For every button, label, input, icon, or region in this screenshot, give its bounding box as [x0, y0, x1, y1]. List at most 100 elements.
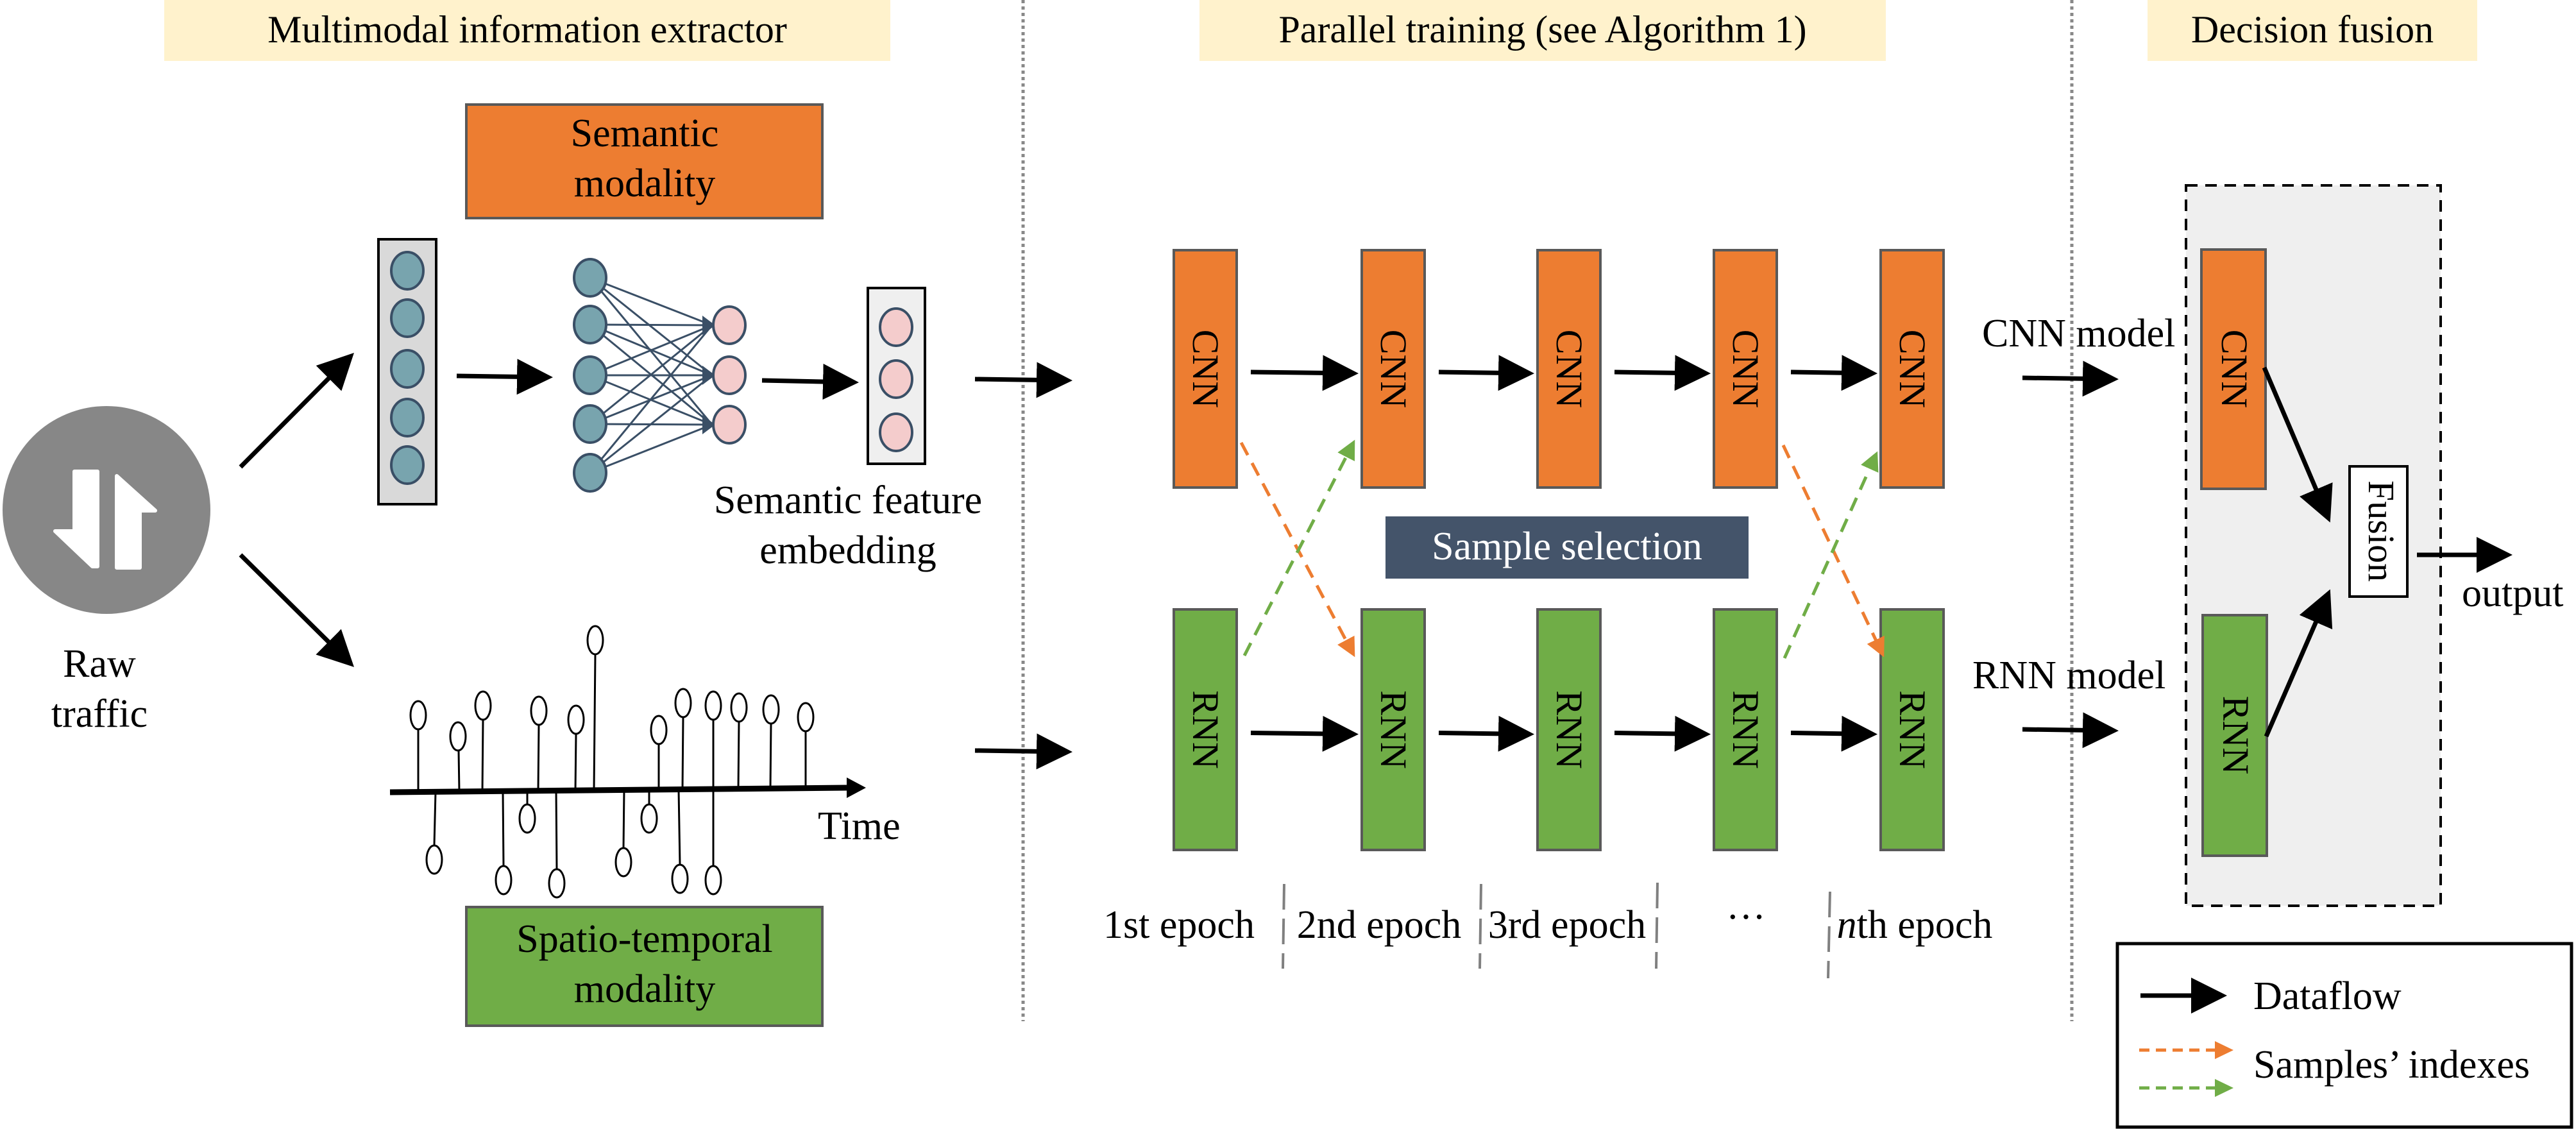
input-vector — [377, 238, 437, 505]
cnn-dataflow-arrow — [1790, 355, 1877, 391]
rnn-block-rect — [1360, 608, 1426, 851]
semantic-modality-line1: Semantic — [571, 112, 719, 155]
rnn-dataflow-arrow — [1614, 715, 1711, 752]
cnn-block-epoch-2: CNN — [1360, 249, 1426, 489]
cnn-block-rect — [1879, 249, 1945, 489]
banner-fusion-text: Decision fusion — [2191, 8, 2434, 51]
rnn-dataflow-arrow — [1790, 715, 1877, 752]
raw-traffic-label-line1: Raw — [63, 642, 136, 686]
nn-edges — [589, 276, 713, 474]
semantic-modality-line2: modality — [574, 162, 715, 205]
arrow-spatio-to-training — [974, 733, 1072, 770]
legend-dataflow-label: Dataflow — [2253, 974, 2402, 1018]
cnn-block-label: CNN — [1892, 330, 1933, 408]
epoch-label-1: 1st epoch — [1103, 903, 1255, 947]
cnn-block-epoch-1: CNN — [1173, 249, 1238, 489]
rnn-block-epoch-5: RNN — [1879, 608, 1945, 851]
rnn-block-label: RNN — [1373, 690, 1414, 768]
epoch-n-suffix: th epoch — [1857, 903, 1993, 947]
rnn-row: RNN RNN RNN RNN RNN — [1173, 608, 1945, 851]
raw-traffic-label-line2: traffic — [51, 692, 148, 736]
embedding-label-line2: embedding — [759, 529, 936, 572]
raw-traffic-icon — [3, 406, 210, 614]
epoch-label-3: 3rd epoch — [1488, 903, 1646, 947]
banner-training: Parallel training (see Algorithm 1) — [1199, 0, 1886, 61]
cnn-block-label: CNN — [1373, 330, 1414, 408]
epoch-separators — [1282, 882, 1831, 979]
epoch-label-n: nth epoch — [1837, 903, 1993, 947]
cnn-row: CNN CNN CNN CNN CNN — [1173, 249, 1945, 489]
cnn-block-label: CNN — [1548, 330, 1590, 408]
spatio-modality-line1: Spatio-temporal — [516, 917, 772, 961]
fusion-block: Fusion — [2348, 465, 2409, 598]
arrow-nn-to-embedding — [761, 363, 859, 400]
cnn-model-label: CNN model — [1982, 312, 2175, 355]
time-series-stem-plot — [389, 625, 866, 899]
arrow-to-spatio — [239, 553, 354, 667]
legend: Dataflow Samples’ indexes — [2115, 942, 2573, 1129]
arrow-semantic-to-training — [974, 362, 1072, 398]
rnn-block-rect — [1879, 608, 1945, 851]
banner-fusion: Decision fusion — [2148, 0, 2477, 61]
spatio-temporal-modality-box: Spatio-temporal modality — [465, 906, 824, 1027]
rnn-dataflow-arrow — [1250, 715, 1359, 752]
banner-extractor-text: Multimodal information extractor — [267, 8, 787, 51]
cnn-block-rect — [1360, 249, 1426, 489]
fusion-rnn-block: RNN — [2201, 614, 2268, 857]
sample-index-arrow-rnn1-to-cnn2 — [1242, 439, 1355, 657]
arrow-rnn-to-fusion — [2264, 589, 2333, 738]
embedding-label-line1: Semantic feature — [714, 479, 982, 522]
sample-index-arrow-rnn4-to-cnn5 — [1783, 451, 1879, 659]
output-label: output — [2462, 572, 2563, 615]
sample-selection-label: Sample selection — [1432, 525, 1702, 568]
rnn-model-label: RNN model — [1972, 654, 2165, 697]
rnn-block-label: RNN — [1725, 690, 1767, 768]
rnn-block-label: RNN — [1548, 690, 1590, 768]
cnn-dataflow-arrow — [1250, 355, 1359, 391]
cnn-block-epoch-5: CNN — [1879, 249, 1945, 489]
cnn-block-rect — [1536, 249, 1602, 489]
arrow-rnn-model — [2022, 712, 2119, 749]
fusion-cnn-label: CNN — [2214, 330, 2255, 408]
rnn-block-epoch-3: RNN — [1536, 608, 1602, 851]
neural-network-icon — [573, 258, 747, 493]
cnn-block-epoch-4: CNN — [1713, 249, 1778, 489]
rnn-block-rect — [1536, 608, 1602, 851]
rnn-block-epoch-4: RNN — [1713, 608, 1778, 851]
fusion-cnn-block: CNN — [2200, 248, 2267, 490]
epoch-label-2: 2nd epoch — [1297, 903, 1462, 947]
banner-extractor: Multimodal information extractor — [164, 0, 890, 61]
rnn-block-rect — [1173, 608, 1238, 851]
embedding-vector — [867, 287, 926, 465]
cnn-dataflow-arrow — [1438, 355, 1534, 391]
cnn-block-epoch-3: CNN — [1536, 249, 1602, 489]
semantic-modality-box: Semantic modality — [465, 103, 824, 219]
rnn-block-epoch-2: RNN — [1360, 608, 1426, 851]
rnn-dataflow-arrow — [1438, 715, 1534, 752]
sample-index-arrow-cnn1-to-rnn2 — [1239, 441, 1355, 658]
rnn-block-epoch-1: RNN — [1173, 608, 1238, 851]
arrow-input-to-nn — [456, 359, 553, 395]
arrow-to-semantic — [239, 353, 354, 469]
arrow-cnn-to-fusion — [2262, 366, 2333, 523]
epoch-label-ellipsis: ··· — [1726, 896, 1766, 939]
sample-selection-box: Sample selection — [1385, 516, 1749, 579]
cnn-block-rect — [1713, 249, 1778, 489]
cnn-block-label: CNN — [1185, 330, 1226, 408]
cnn-block-rect — [1173, 249, 1238, 489]
banner-training-text: Parallel training (see Algorithm 1) — [1278, 8, 1806, 51]
rnn-block-label: RNN — [1185, 690, 1226, 768]
arrow-cnn-model — [2022, 361, 2119, 397]
cnn-dataflow-arrow — [1614, 355, 1711, 391]
rnn-block-rect — [1713, 608, 1778, 851]
legend-samples-label: Samples’ indexes — [2253, 1043, 2530, 1087]
epoch-n-italic: n — [1837, 903, 1857, 947]
cnn-block-label: CNN — [1725, 330, 1767, 408]
spatio-modality-line2: modality — [574, 967, 715, 1011]
rnn-block-label: RNN — [1892, 690, 1933, 768]
fusion-label: Fusion — [2360, 480, 2402, 582]
fusion-rnn-label: RNN — [2215, 696, 2257, 774]
time-axis-label: Time — [818, 804, 901, 848]
